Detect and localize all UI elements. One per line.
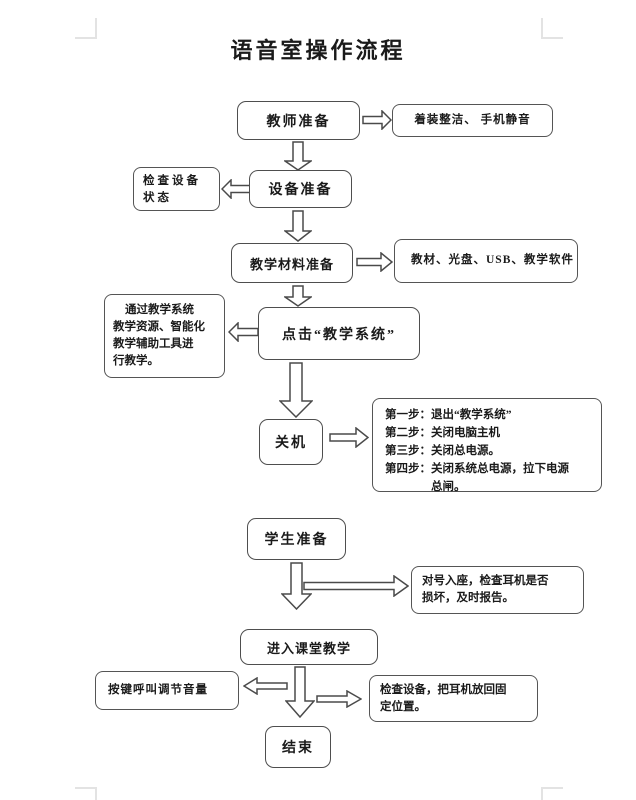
- arrow-down-icon: [279, 362, 313, 418]
- anno-shutdown-steps: 第一步：退出“教学系统” 第二步：关闭电脑主机 第三步：关闭总电源。 第四步：关…: [372, 398, 602, 493]
- arrow-left-icon: [221, 179, 252, 199]
- anno-materials: 教材、光盘、USB、教学软件: [394, 239, 578, 283]
- node-student-prep: 学生准备: [247, 518, 346, 560]
- arrow-down-icon: [284, 285, 312, 307]
- arrow-right-icon: [303, 575, 409, 597]
- node-click-system: 点击“教学系统”: [258, 307, 420, 360]
- node-teacher-prep: 教师准备: [237, 101, 360, 140]
- node-enter-class: 进入课堂教学: [240, 629, 378, 665]
- page-margin-mark-top-left: [75, 18, 97, 39]
- arrow-down-icon: [284, 141, 312, 171]
- anno-via-system: 通过教学系统 教学资源、智能化 教学辅助工具进 行教学。: [104, 294, 225, 378]
- node-shutdown: 关机: [259, 419, 323, 465]
- arrow-down-icon: [285, 666, 315, 718]
- page-title: 语音室操作流程: [230, 38, 406, 63]
- anno-seating: 对号入座，检查耳机是否 损坏，及时报告。: [411, 566, 584, 614]
- page-margin-mark-bottom-right: [541, 787, 563, 800]
- anno-check-status: 检查设备 状态: [133, 167, 220, 211]
- anno-return-headset: 检查设备，把耳机放回固 定位置。: [369, 675, 538, 722]
- node-material-prep: 教学材料准备: [231, 243, 353, 283]
- arrow-left-icon: [243, 677, 288, 695]
- node-end: 结束: [265, 726, 331, 768]
- arrow-down-icon: [284, 210, 312, 242]
- anno-dress-code: 着装整洁、 手机静音: [392, 104, 553, 137]
- arrow-down-icon: [281, 562, 312, 610]
- node-device-prep: 设备准备: [249, 170, 352, 208]
- arrow-right-icon: [356, 252, 393, 272]
- anno-volume-call: 按键呼叫调节音量: [95, 671, 239, 710]
- arrow-left-icon: [228, 322, 259, 342]
- arrow-right-icon: [316, 690, 362, 708]
- arrow-right-icon: [329, 427, 369, 448]
- page-margin-mark-bottom-left: [75, 787, 97, 800]
- page-margin-mark-top-right: [541, 18, 563, 39]
- arrow-right-icon: [362, 110, 392, 130]
